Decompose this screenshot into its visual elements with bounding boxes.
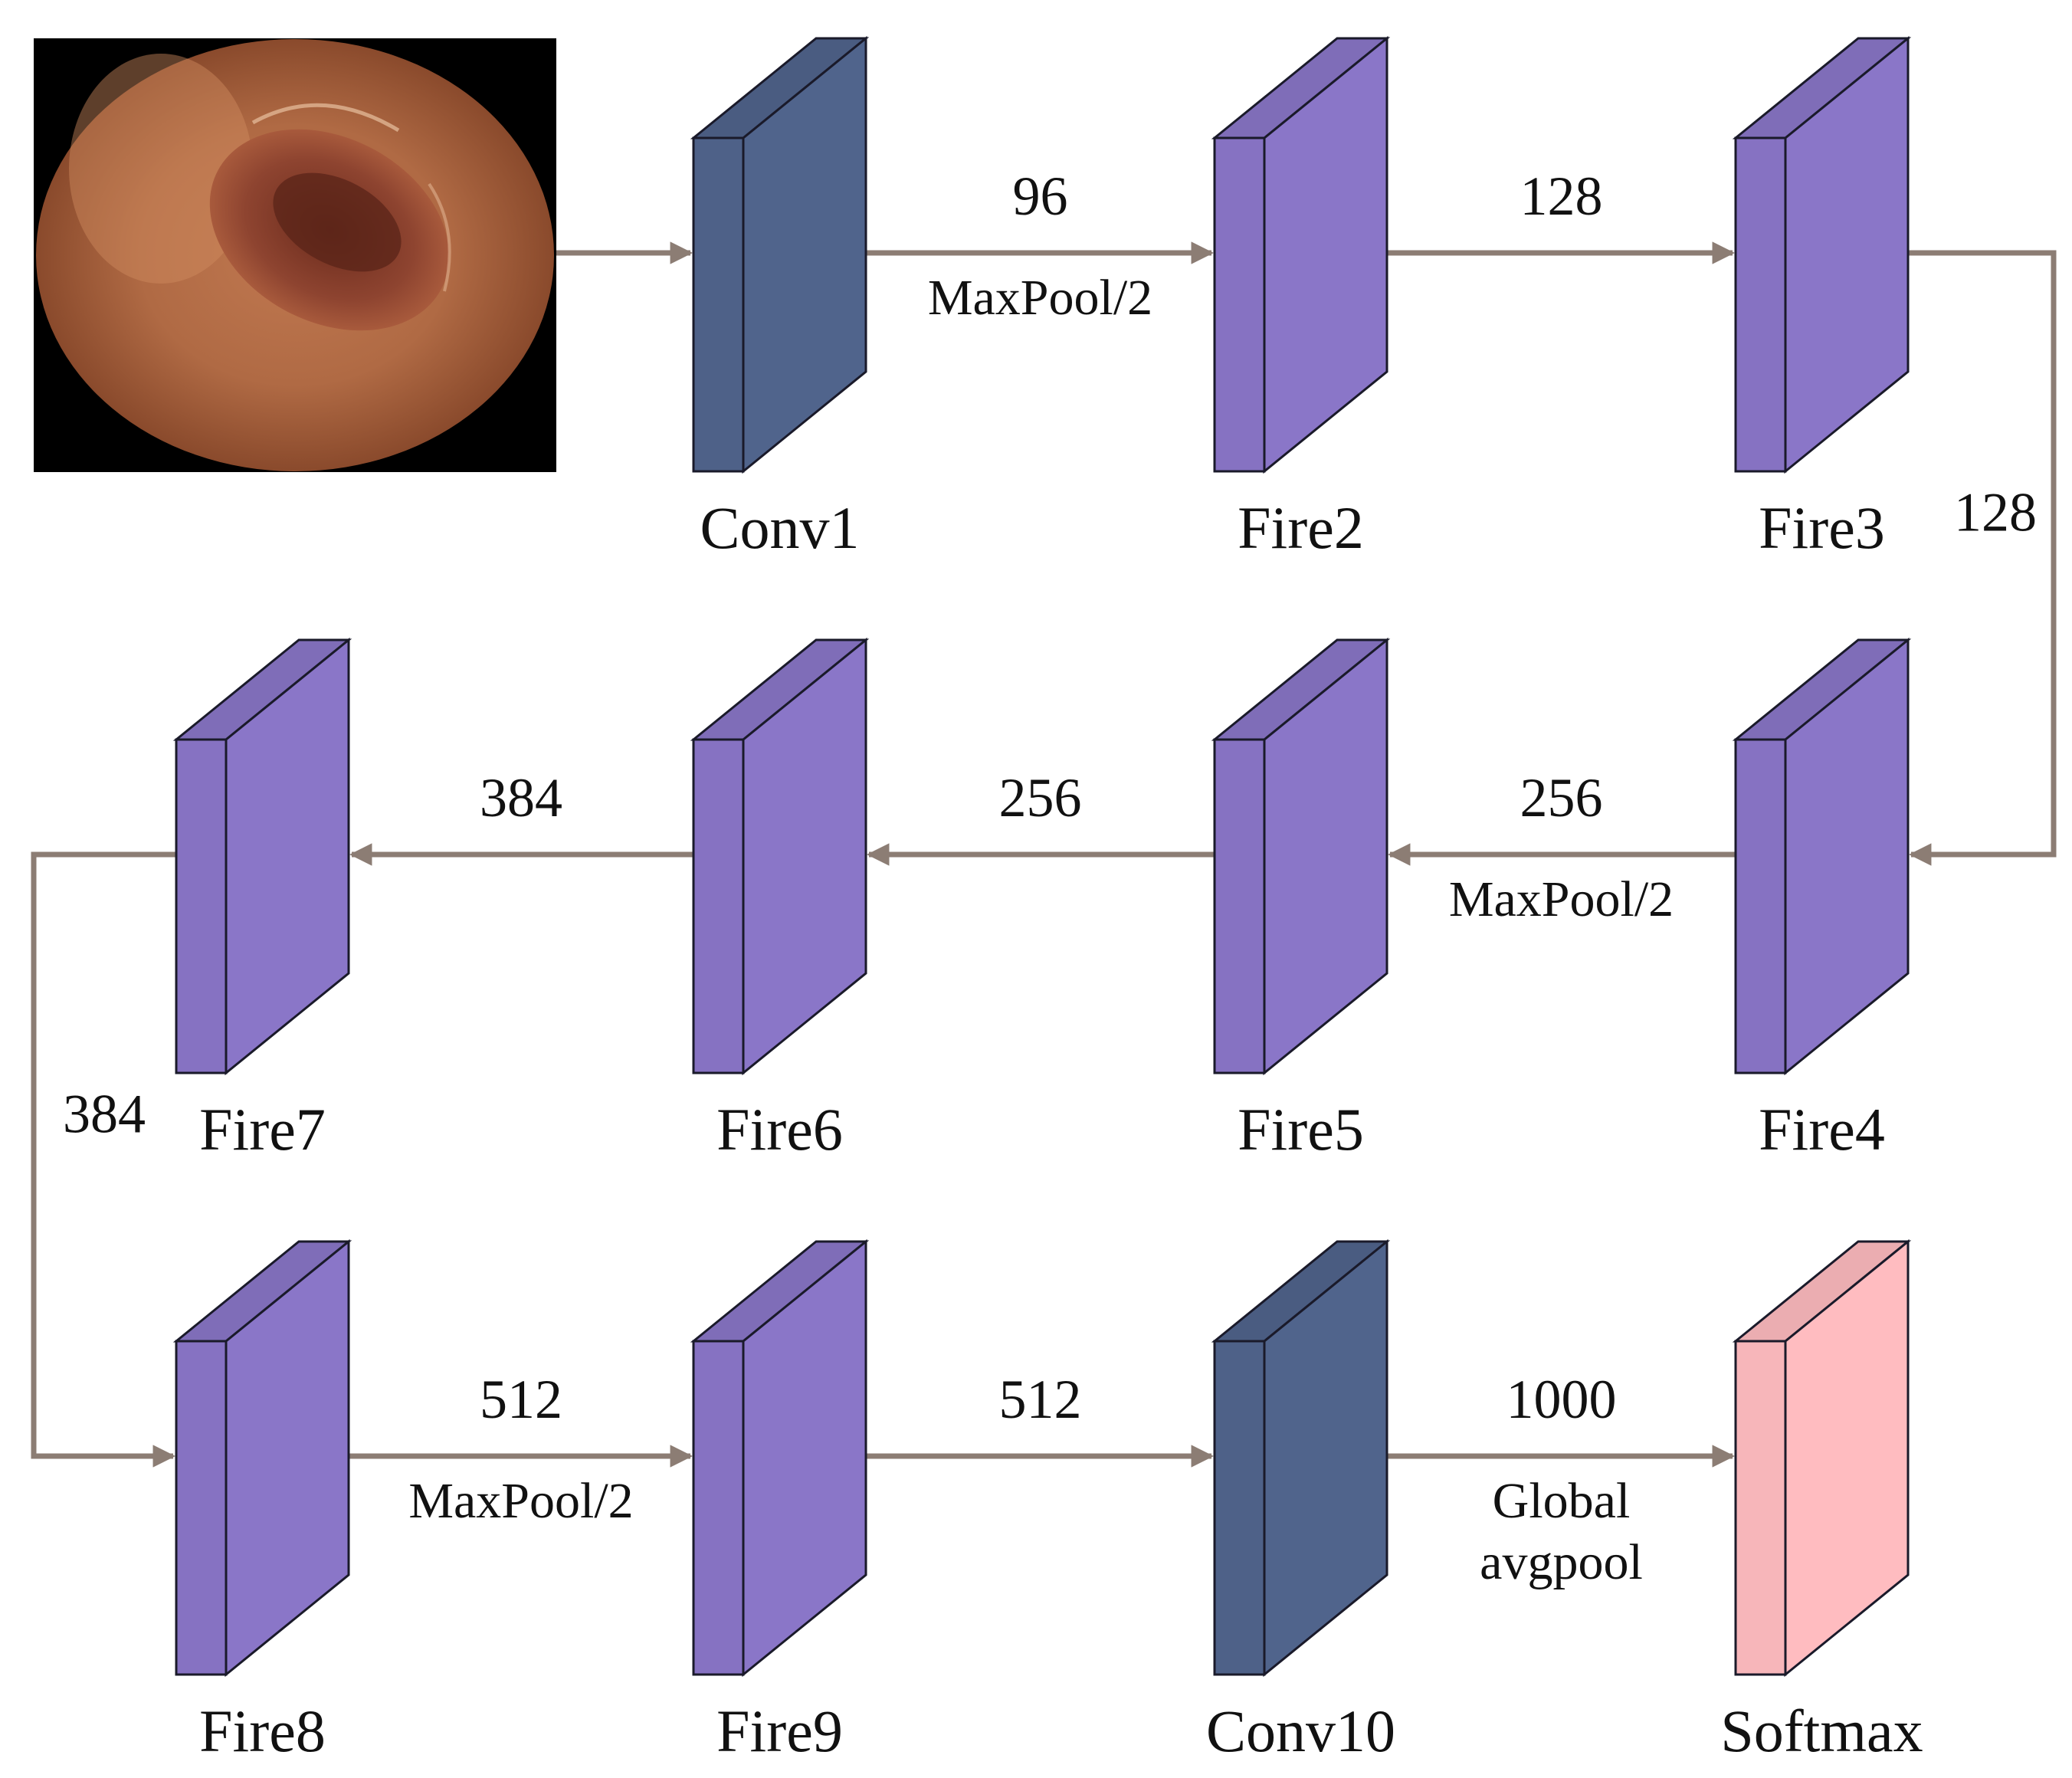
- edge-label: 128: [1954, 482, 2037, 543]
- block-front-face: [692, 738, 745, 1074]
- edge-fire3-fire4: [1908, 250, 2057, 866]
- blocks-layer: [172, 35, 1912, 1678]
- block-front-face: [1213, 1340, 1266, 1676]
- edge-sublabel: avgpool: [1480, 1534, 1643, 1590]
- edge-sublabel: Global: [1493, 1473, 1631, 1529]
- block-fire3: [1732, 35, 1912, 474]
- block-front-face: [175, 738, 228, 1074]
- block-label-softmax: Softmax: [1720, 1698, 1923, 1764]
- block-fire7: [172, 637, 352, 1076]
- block-fire4: [1732, 637, 1912, 1076]
- block-fire8: [172, 1238, 352, 1678]
- endoscopy-image: [34, 38, 556, 472]
- edge-label: 256: [1520, 767, 1603, 828]
- block-label-fire4: Fire4: [1759, 1096, 1885, 1163]
- edge-label: 384: [480, 767, 562, 828]
- edges-layer: [31, 241, 2057, 1468]
- block-front-face: [175, 1340, 228, 1676]
- edge-sublabel: MaxPool/2: [928, 270, 1152, 326]
- block-label-fire6: Fire6: [716, 1096, 843, 1163]
- edge-arrow: [31, 851, 176, 1468]
- block-front-face: [1213, 136, 1266, 473]
- block-label-fire7: Fire7: [199, 1096, 326, 1163]
- edge-label: 384: [63, 1084, 146, 1145]
- edge-label: 96: [1013, 166, 1068, 227]
- block-front-face: [1213, 738, 1266, 1074]
- edge-label: 128: [1520, 166, 1603, 227]
- block-front-face: [692, 1340, 745, 1676]
- block-label-fire2: Fire2: [1238, 494, 1364, 561]
- edge-label: 512: [999, 1369, 1082, 1430]
- block-fire9: [690, 1238, 870, 1678]
- block-fire2: [1211, 35, 1391, 474]
- block-label-fire8: Fire8: [199, 1698, 326, 1764]
- block-label-conv10: Conv10: [1206, 1698, 1395, 1764]
- edge-sublabel: MaxPool/2: [408, 1473, 633, 1529]
- block-front-face: [692, 136, 745, 473]
- block-label-fire5: Fire5: [1238, 1096, 1364, 1163]
- block-front-face: [1734, 136, 1787, 473]
- block-label-fire3: Fire3: [1759, 494, 1885, 561]
- edge-label: 256: [999, 767, 1082, 828]
- edge-sublabel: MaxPool/2: [1449, 871, 1674, 927]
- edge-label: 1000: [1506, 1369, 1617, 1430]
- block-label-fire9: Fire9: [716, 1698, 843, 1764]
- block-conv10: [1211, 1238, 1391, 1678]
- block-front-face: [1734, 738, 1787, 1074]
- block-label-conv1: Conv1: [700, 494, 859, 561]
- block-fire5: [1211, 637, 1391, 1076]
- edge-fire7-fire8: [31, 851, 176, 1468]
- block-softmax: [1732, 1238, 1912, 1678]
- edge-label: 512: [480, 1369, 562, 1430]
- block-conv1: [690, 35, 870, 474]
- block-fire6: [690, 637, 870, 1076]
- block-front-face: [1734, 1340, 1787, 1676]
- edge-arrow: [1908, 250, 2057, 866]
